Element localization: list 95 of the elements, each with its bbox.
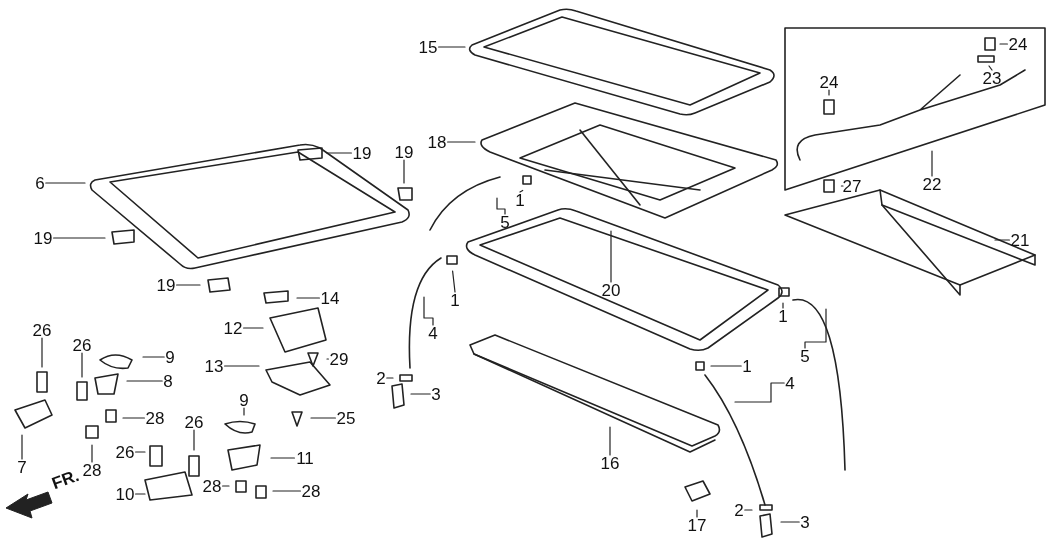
leader-line <box>999 43 1008 45</box>
leader-line <box>452 270 456 293</box>
callout-number: 1 <box>515 191 525 209</box>
leader-line <box>386 377 394 379</box>
leader-line <box>310 417 336 419</box>
leader-line <box>828 89 830 96</box>
leader-line <box>135 451 146 453</box>
callout-number: 4 <box>785 374 795 392</box>
callout-number: 26 <box>72 336 92 354</box>
callout-number: 7 <box>17 458 27 476</box>
callout-number: 5 <box>800 347 810 365</box>
leader-line <box>243 327 264 329</box>
callout-number: 5 <box>500 213 510 231</box>
leader-line <box>610 230 612 283</box>
leader-line <box>270 457 295 459</box>
callout-number: 29 <box>329 350 349 368</box>
callout-number: 28 <box>202 477 222 495</box>
leader-line <box>734 382 785 403</box>
leader-line <box>438 46 466 48</box>
leader-line <box>45 182 86 184</box>
callout-number: 28 <box>82 461 102 479</box>
leader-line <box>609 426 611 456</box>
leader-line <box>840 185 844 187</box>
leader-line <box>804 308 827 349</box>
callout-number: 26 <box>115 443 135 461</box>
leader-line <box>122 417 145 419</box>
callout-number: 11 <box>296 449 314 467</box>
leader-line <box>696 509 698 518</box>
callout-number: 9 <box>239 391 249 409</box>
callout-number: 18 <box>427 133 447 151</box>
callout-number: 26 <box>184 413 204 431</box>
leader-line <box>780 521 800 523</box>
leader-line <box>142 356 165 358</box>
leader-line <box>519 189 524 193</box>
callout-number: 28 <box>301 482 321 500</box>
leader-line <box>193 429 195 451</box>
callout-number: 3 <box>431 385 441 403</box>
leader-line <box>41 337 43 368</box>
leader-line <box>91 444 93 463</box>
leader-line <box>224 365 260 367</box>
leader-line <box>135 493 146 495</box>
callout-number: 6 <box>35 174 45 192</box>
front-label: FR. <box>49 465 82 495</box>
callout-number: 12 <box>223 319 243 337</box>
callout-number: 27 <box>842 177 862 195</box>
leader-line <box>410 393 431 395</box>
leader-line <box>326 152 352 154</box>
leader-line <box>21 434 23 460</box>
leader-line <box>423 296 434 326</box>
leader-line <box>994 239 1010 241</box>
leader-line <box>126 380 163 382</box>
leader-line <box>782 302 784 309</box>
callout-number: 19 <box>156 276 176 294</box>
callout-number: 1 <box>778 307 788 325</box>
callout-number: 28 <box>145 409 165 427</box>
callout-number: 14 <box>320 289 340 307</box>
leader-line <box>222 485 230 487</box>
leader-line <box>744 509 753 511</box>
callout-number: 19 <box>394 143 414 161</box>
leader-line <box>81 352 83 378</box>
callout-number: 1 <box>742 357 752 375</box>
callout-number: 26 <box>32 321 52 339</box>
callout-number: 24 <box>1008 35 1028 53</box>
leader-line <box>710 365 742 367</box>
callout-number: 24 <box>819 73 839 91</box>
callout-number: 16 <box>600 454 620 472</box>
callout-number: 3 <box>800 513 810 531</box>
callout-number: 17 <box>687 516 707 534</box>
leader-line <box>296 297 320 299</box>
callout-number: 21 <box>1010 231 1030 249</box>
leader-line <box>176 284 201 286</box>
callout-number: 8 <box>163 372 173 390</box>
leader-line <box>53 237 106 239</box>
callout-number: 20 <box>601 281 621 299</box>
leader-line <box>403 159 405 184</box>
leader-line <box>496 197 506 215</box>
callout-number: 1 <box>450 291 460 309</box>
leader-line <box>447 141 476 143</box>
callout-number: 25 <box>336 409 356 427</box>
leader-line <box>243 407 245 416</box>
callout-number: 2 <box>376 369 386 387</box>
callout-number: 9 <box>165 348 175 366</box>
callout-number: 22 <box>922 175 942 193</box>
callout-number: 19 <box>352 144 372 162</box>
callout-number: 4 <box>428 324 438 342</box>
callout-number: 15 <box>418 38 438 56</box>
leader-line <box>931 150 933 177</box>
callout-number: 10 <box>115 485 135 503</box>
leader-line <box>326 358 329 360</box>
leader-line <box>272 490 301 492</box>
callout-number: 13 <box>204 357 224 375</box>
callout-number: 19 <box>33 229 53 247</box>
callout-number: 2 <box>734 501 744 519</box>
leader-line <box>988 65 993 71</box>
callout-number: 23 <box>982 69 1002 87</box>
